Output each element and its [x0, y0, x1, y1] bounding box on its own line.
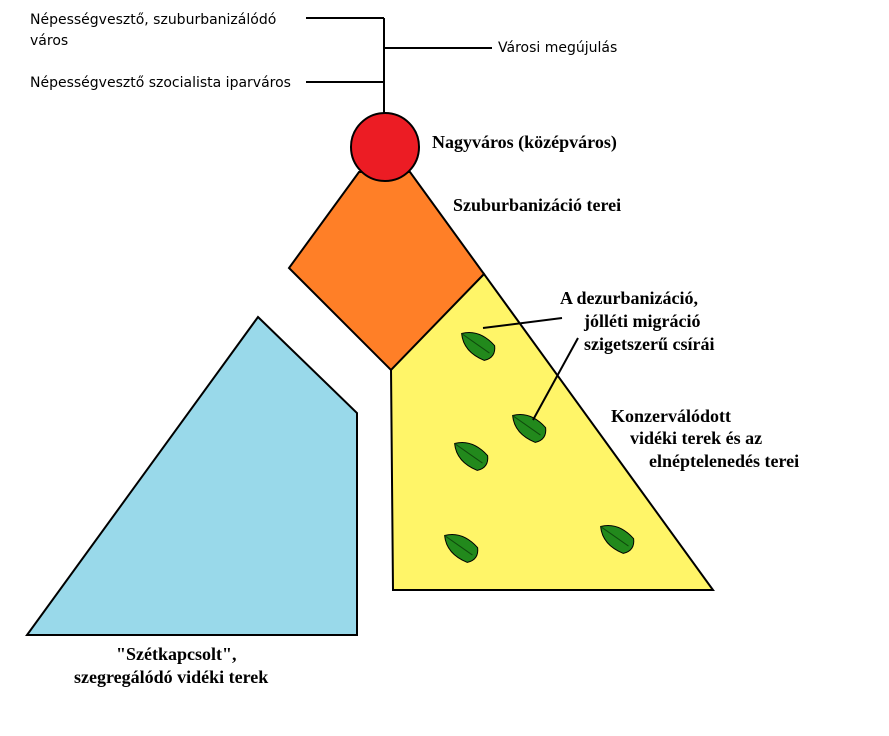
label-depopulating-suburbanizing-line2: város — [30, 33, 68, 49]
leaf-icon — [461, 332, 496, 361]
label-preserved-rural-line3: elnéptelenedés terei — [649, 451, 799, 471]
leaf-icon — [444, 534, 479, 563]
leaf-icon — [454, 442, 489, 471]
leaf-group — [444, 332, 635, 563]
label-fragmented-rural-line2: szegregálódó vidéki terek — [74, 667, 268, 687]
leaf-icon — [512, 414, 547, 443]
leaf-icon — [600, 525, 635, 554]
top-connector-lines — [306, 17, 492, 118]
label-urban-renewal: Városi megújulás — [498, 40, 617, 56]
label-suburbanization-spaces: Szuburbanizáció terei — [453, 195, 621, 215]
label-desurbanization-line3: szigetszerű csírái — [584, 334, 714, 354]
big-city-circle — [350, 112, 420, 182]
pointer-to-middle-leaf — [532, 337, 579, 421]
desurbanization-pointers — [482, 317, 579, 421]
label-preserved-rural-line1: Konzerválódott — [611, 406, 731, 426]
label-socialist-industrial-city: Népességvesztő szocialista iparváros — [30, 75, 291, 91]
label-fragmented-rural-line1: "Szétkapcsolt", — [116, 644, 236, 664]
label-depopulating-suburbanizing-line1: Népességvesztő, szuburbanizálódó — [30, 12, 276, 28]
label-desurbanization-line2: jólléti migráció — [583, 311, 700, 331]
label-desurbanization-line1: A dezurbanizáció, — [560, 288, 698, 308]
label-preserved-rural-line2: vidéki terek és az — [630, 428, 762, 448]
label-big-city: Nagyváros (középváros) — [432, 132, 617, 153]
pointer-to-upper-leaf — [482, 317, 563, 329]
fragmented-rural-shape — [25, 315, 358, 636]
